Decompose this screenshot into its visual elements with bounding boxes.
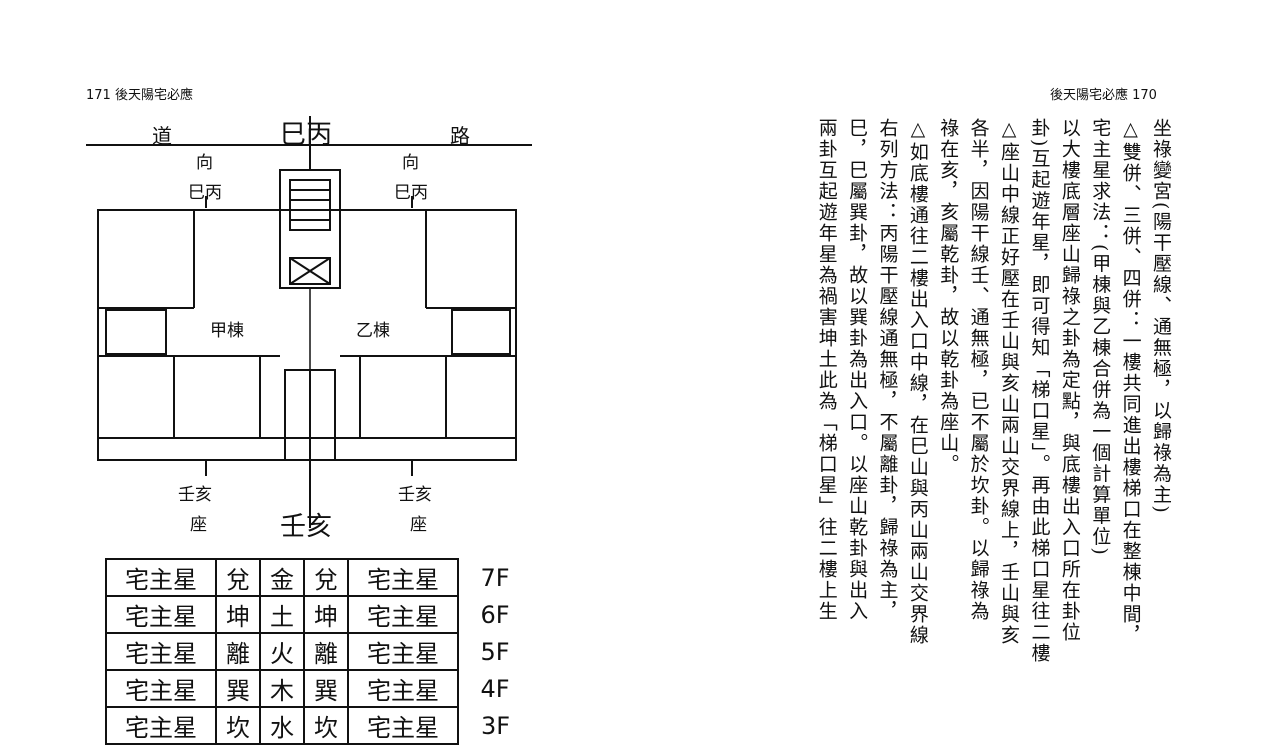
facing-direction-right: 巳丙 [394,183,428,203]
road-label-right: 路 [450,124,470,148]
text-line: △雙併、三併、四併：一樓共同進出樓梯口在整棟中間， [1119,118,1142,646]
building-b-label: 乙棟 [356,321,390,341]
table-row: 宅主星 離 火 離 宅主星 5F [105,632,532,671]
table-cell: 宅主星 [105,558,217,597]
road-label-left: 道 [152,124,172,148]
table-cell: 土 [259,595,305,634]
floor-label: 3F [480,711,511,740]
text-line: 宅主星求法：(甲棟與乙棟合併為一個計算單位) [1089,118,1112,557]
table-cell: 木 [259,669,305,708]
text-line: 兩卦互起遊年星為禍害坤土此為「梯口星」往二樓上生 [815,118,838,622]
table-cell: 宅主星 [347,558,459,597]
text-line: 坐祿變宮(陽干壓線、通無極，以歸祿為主) [1150,118,1172,515]
table-cell: 離 [303,632,349,671]
table-cell: 宅主星 [347,632,459,671]
table-cell: 坎 [215,706,261,745]
page-header-left: 171 後天陽宅必應 [86,88,193,103]
table-cell: 宅主星 [105,632,217,671]
seat-direction-left: 壬亥 [178,485,212,505]
facing-direction-left: 巳丙 [188,183,222,203]
table-cell: 宅主星 [347,706,459,745]
table-cell: 坤 [303,595,349,634]
facing-label-right: 向 [402,153,419,173]
text-line: △如底樓通往二樓出入口中線，在巳山與丙山兩山交界線 [906,118,929,646]
page-header-right: 後天陽宅必應 170 [1050,88,1157,103]
text-line: 巳，巳屬巽卦，故以巽卦為出入口。以座山乾卦與出入 [846,118,869,622]
floor-label: 4F [480,674,510,703]
text-line: △座山中線正好壓在壬山與亥山兩山交界線上，壬山與亥 [998,118,1021,646]
facing-label-left: 向 [196,153,213,173]
seat-direction-right: 壬亥 [398,485,432,505]
floor-plan-diagram: 道 路 巳丙 向 向 巳丙 巳丙 甲棟 乙棟 壬亥 壬亥 座 座 壬亥 [80,108,540,548]
table-cell: 坤 [215,595,261,634]
seat-label-left: 座 [190,515,207,535]
table-cell: 火 [259,632,305,671]
text-line: 右列方法：丙陽干壓線通無極，不屬離卦，歸祿為主， [876,118,899,622]
table-cell: 兌 [303,558,349,597]
building-outline [97,209,517,461]
table-cell: 巽 [215,669,261,708]
table-cell: 宅主星 [347,669,459,708]
table-cell: 宅主星 [105,706,217,745]
floor-label: 5F [480,637,510,666]
floor-label: 6F [480,600,510,629]
floor-label: 7F [480,563,510,592]
table-row: 宅主星 兌 金 兌 宅主星 7F [105,558,532,597]
table-row: 宅主星 坎 水 坎 宅主星 3F [105,706,532,745]
table-cell: 坎 [303,706,349,745]
building-a-label: 甲棟 [210,321,244,341]
table-cell: 宅主星 [105,669,217,708]
text-line: 祿在亥，亥屬乾卦，故以乾卦為座山。 [937,118,960,475]
table-cell: 巽 [303,669,349,708]
vertical-body-text: 坐祿變宮(陽干壓線、通無極，以歸祿為主) △雙併、三併、四併：一樓共同進出樓梯口… [811,118,1176,718]
floor-plan-drawing [86,116,532,528]
seat-direction-bottom: 壬亥 [280,512,333,542]
table-cell: 離 [215,632,261,671]
floor-star-table: 宅主星 兌 金 兌 宅主星 7F 宅主星 坤 土 坤 宅主星 6F 宅主星 離 … [105,558,533,745]
table-cell: 兌 [215,558,261,597]
facing-direction-top: 巳丙 [280,120,333,150]
table-row: 宅主星 巽 木 巽 宅主星 4F [105,669,532,708]
text-line: 以大樓底層座山歸祿之卦為定點，與底樓出入口所在卦位 [1058,118,1081,643]
table-cell: 宅主星 [105,595,217,634]
table-cell: 水 [259,706,305,745]
table-cell: 宅主星 [347,595,459,634]
text-line: 各半，因陽干線壬、通無極，已不屬於坎卦。以歸祿為 [967,118,990,622]
table-cell: 金 [259,558,305,597]
text-line: 卦)互起遊年星，即可得知「梯口星」。再由此梯口星往二樓 [1028,118,1051,664]
seat-label-right: 座 [410,515,427,535]
table-row: 宅主星 坤 土 坤 宅主星 6F [105,595,532,634]
